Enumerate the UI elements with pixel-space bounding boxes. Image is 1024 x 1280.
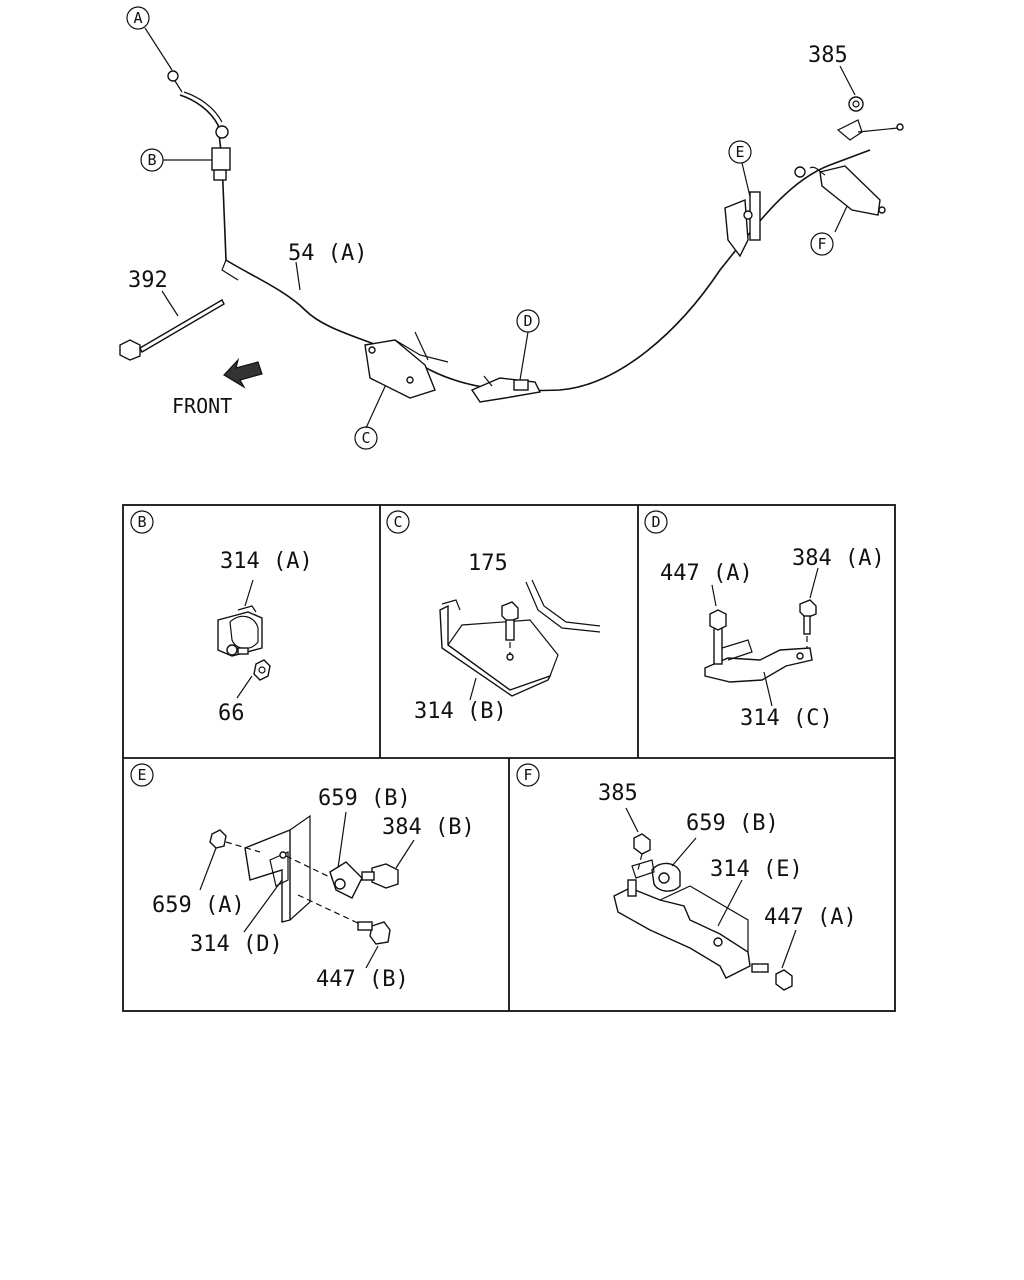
bracket-314b: [439, 604, 552, 697]
bracket-314c: [704, 647, 813, 683]
svg-text:C: C: [393, 513, 402, 531]
bracket-314a: [217, 611, 263, 657]
clip-659b: [329, 861, 363, 899]
svg-text:B: B: [137, 513, 146, 531]
bolt-384a: [799, 599, 817, 619]
nut-66: [253, 659, 271, 681]
callout-e: E: [728, 140, 752, 164]
label-384a: 384 (A): [792, 546, 885, 571]
label-314e: 314 (E): [710, 857, 803, 882]
clamp-b: [211, 147, 231, 171]
label-tie: 392: [128, 268, 168, 293]
label-384b: 384 (B): [382, 815, 475, 840]
bolt-447b: [369, 921, 391, 945]
callout-b: B: [140, 148, 164, 172]
callout-d: D: [516, 309, 540, 333]
svg-text:E: E: [137, 766, 146, 784]
svg-text:E: E: [735, 143, 744, 161]
overview-drawing: A B C D E F 385 54 (A) 392 FRONT: [119, 6, 904, 450]
label-314c: 314 (C): [740, 706, 833, 731]
nut-385-f: [633, 833, 651, 855]
bracket-314d: [244, 828, 291, 923]
label-314a: 314 (A): [220, 549, 313, 574]
label-314d: 314 (D): [190, 932, 283, 957]
svg-text:D: D: [523, 312, 532, 330]
panel-b: B 314 (A) 66: [130, 510, 313, 726]
label-314b: 314 (B): [414, 699, 507, 724]
bracket-314e: [613, 887, 751, 979]
nut-447a: [709, 609, 727, 631]
svg-text:C: C: [361, 429, 370, 447]
svg-text:F: F: [817, 235, 826, 253]
svg-text:A: A: [133, 9, 142, 27]
nut-447a-f: [775, 969, 793, 991]
label-385-top: 385: [808, 43, 848, 68]
bolt-175: [501, 601, 519, 623]
cable-end-ball-a: [167, 70, 179, 82]
label-447a-f: 447 (A): [764, 905, 857, 930]
panel-f: F 385 659 (B) 314 (E) 447 (A): [516, 763, 857, 991]
label-cable: 54 (A): [288, 241, 367, 266]
brake-cable: [179, 94, 871, 392]
label-659b-e: 659 (B): [318, 786, 411, 811]
detail-grid: [122, 504, 896, 1012]
bolt-384b: [371, 863, 399, 889]
front-arrow-icon: [223, 357, 263, 389]
svg-text:F: F: [523, 766, 532, 784]
cable-tie: [119, 299, 225, 361]
panel-c: C 175 314 (B): [386, 510, 601, 724]
label-447b: 447 (B): [316, 967, 409, 992]
svg-text:B: B: [147, 151, 156, 169]
panel-e: E 659 (B) 384 (B) 659 (A) 314 (D) 447 (B…: [130, 763, 475, 992]
bracket-e: [724, 198, 749, 258]
nut-659a: [209, 829, 227, 849]
bracket-f: [819, 165, 881, 216]
label-66: 66: [218, 701, 245, 726]
callout-a: A: [126, 6, 150, 30]
label-175: 175: [468, 551, 508, 576]
nut-385-top: [848, 96, 864, 112]
label-front: FRONT: [172, 394, 232, 418]
label-659b-f: 659 (B): [686, 811, 779, 836]
label-659a: 659 (A): [152, 893, 245, 918]
panel-d: D 447 (A) 384 (A) 314 (C): [644, 510, 885, 731]
bracket-c: [364, 339, 436, 399]
callout-f: F: [810, 232, 834, 256]
label-385-f: 385: [598, 781, 638, 806]
svg-text:D: D: [651, 513, 660, 531]
callout-c: C: [354, 426, 378, 450]
label-447a: 447 (A): [660, 561, 753, 586]
bracket-d: [470, 377, 542, 403]
